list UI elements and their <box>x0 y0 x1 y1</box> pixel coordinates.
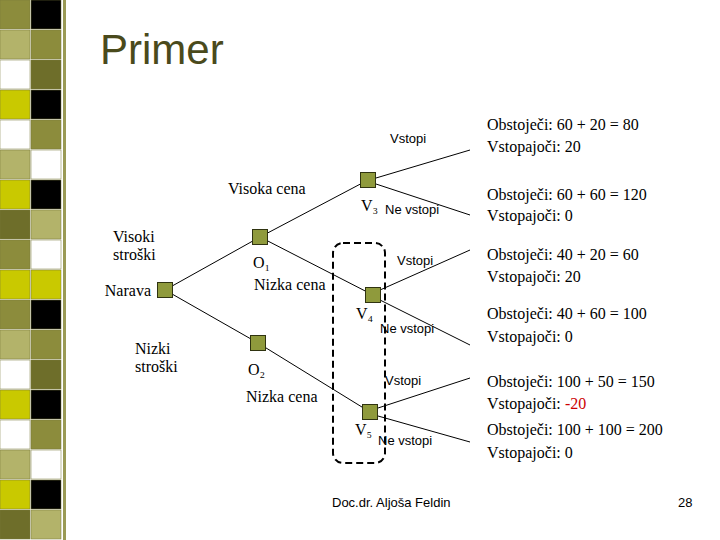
decor-square <box>0 450 30 479</box>
decor-square <box>0 90 30 119</box>
decor-square <box>31 360 61 389</box>
decision-node: V₅ <box>362 404 378 420</box>
decor-square <box>31 120 61 149</box>
decision-node: O₁ <box>252 229 268 245</box>
decor-square <box>31 450 61 479</box>
branch-line <box>376 150 470 178</box>
decor-square <box>0 390 30 419</box>
payoff-text: Obstoječi: 100 + 50 = 150 <box>487 373 655 391</box>
branch-label: Nizki stroški <box>135 340 185 377</box>
slide-title: Primer <box>100 26 224 74</box>
branch-label: Vstopi <box>390 132 426 147</box>
payoff-text: Vstopajoči: 0 <box>487 444 573 462</box>
decor-square <box>31 330 61 359</box>
decor-bar <box>63 0 66 540</box>
decor-square <box>0 270 30 299</box>
payoff-text: Vstopajoči: 20 <box>487 138 581 156</box>
decor-square <box>31 480 61 509</box>
decor-square <box>0 210 30 239</box>
decor-square <box>0 480 30 509</box>
branch-line <box>380 300 470 345</box>
decision-node: V₃ <box>360 172 376 188</box>
decor-square <box>0 330 30 359</box>
payoff-text: Obstoječi: 60 + 20 = 80 <box>487 116 639 134</box>
branch-label: Visoka cena <box>228 180 306 198</box>
branch-label: Nizka cena <box>254 276 326 294</box>
decision-node: O₂ <box>250 335 266 351</box>
page-number: 28 <box>678 496 692 511</box>
decor-square <box>0 240 30 269</box>
decor-square <box>0 300 30 329</box>
decor-square <box>31 210 61 239</box>
decor-square <box>0 510 30 539</box>
branch-line <box>173 295 250 339</box>
payoff-text: Vstopajoči: 20 <box>487 268 581 286</box>
decor-square <box>31 510 61 539</box>
decor-square <box>31 90 61 119</box>
payoff-text: Obstoječi: 60 + 60 = 120 <box>487 186 647 204</box>
decor-square <box>31 0 61 29</box>
payoff-text: Vstopajoči: 0 <box>487 328 573 346</box>
payoff-text: Obstoječi: 40 + 60 = 100 <box>487 305 647 323</box>
payoff-text: Obstoječi: 40 + 20 = 60 <box>487 246 639 264</box>
node-label: Narava <box>105 282 151 300</box>
decor-square <box>0 360 30 389</box>
decor-square <box>0 30 30 59</box>
branch-label: Ne vstopi <box>380 322 434 337</box>
decor-strip <box>0 0 66 540</box>
decor-square <box>31 300 61 329</box>
decor-square <box>0 420 30 449</box>
decor-square <box>0 120 30 149</box>
branch-line <box>173 241 252 285</box>
footer-author: Doc.dr. Aljoša Feldin <box>332 496 451 511</box>
node-label: V₅ <box>355 421 372 439</box>
branch-label: Vstopi <box>385 374 421 389</box>
decor-square <box>0 0 30 29</box>
branch-label: Ne vstopi <box>385 203 439 218</box>
decor-square <box>31 420 61 449</box>
decor-square <box>31 180 61 209</box>
payoff-text: Obstoječi: 100 + 100 = 200 <box>487 421 663 439</box>
payoff-value: -20 <box>565 395 586 413</box>
decor-square <box>31 30 61 59</box>
payoff-text: Vstopajoči: 0 <box>487 207 573 225</box>
node-label: V₃ <box>361 197 378 215</box>
terminal-branches <box>376 150 470 442</box>
node-label: O₁ <box>253 254 270 272</box>
branch-label: Nizka cena <box>246 388 318 406</box>
decor-square <box>31 390 61 419</box>
decor-square <box>31 150 61 179</box>
decision-node: V₄ <box>365 287 381 303</box>
decor-square <box>0 180 30 209</box>
decor-square <box>31 60 61 89</box>
branch-line <box>380 250 470 290</box>
decor-square <box>0 150 30 179</box>
branch-label: Visoki stroški <box>113 228 169 265</box>
payoff-text: Vstopajoči: <box>487 395 561 413</box>
decor-square <box>31 240 61 269</box>
branch-label: Vstopi <box>397 254 433 269</box>
decision-node: Narava <box>157 282 173 298</box>
decor-square <box>0 60 30 89</box>
branch-label: Ne vstopi <box>378 434 432 449</box>
node-label: V₄ <box>356 305 373 323</box>
information-set <box>333 243 385 463</box>
decor-square <box>31 270 61 299</box>
node-label: O₂ <box>248 361 265 379</box>
